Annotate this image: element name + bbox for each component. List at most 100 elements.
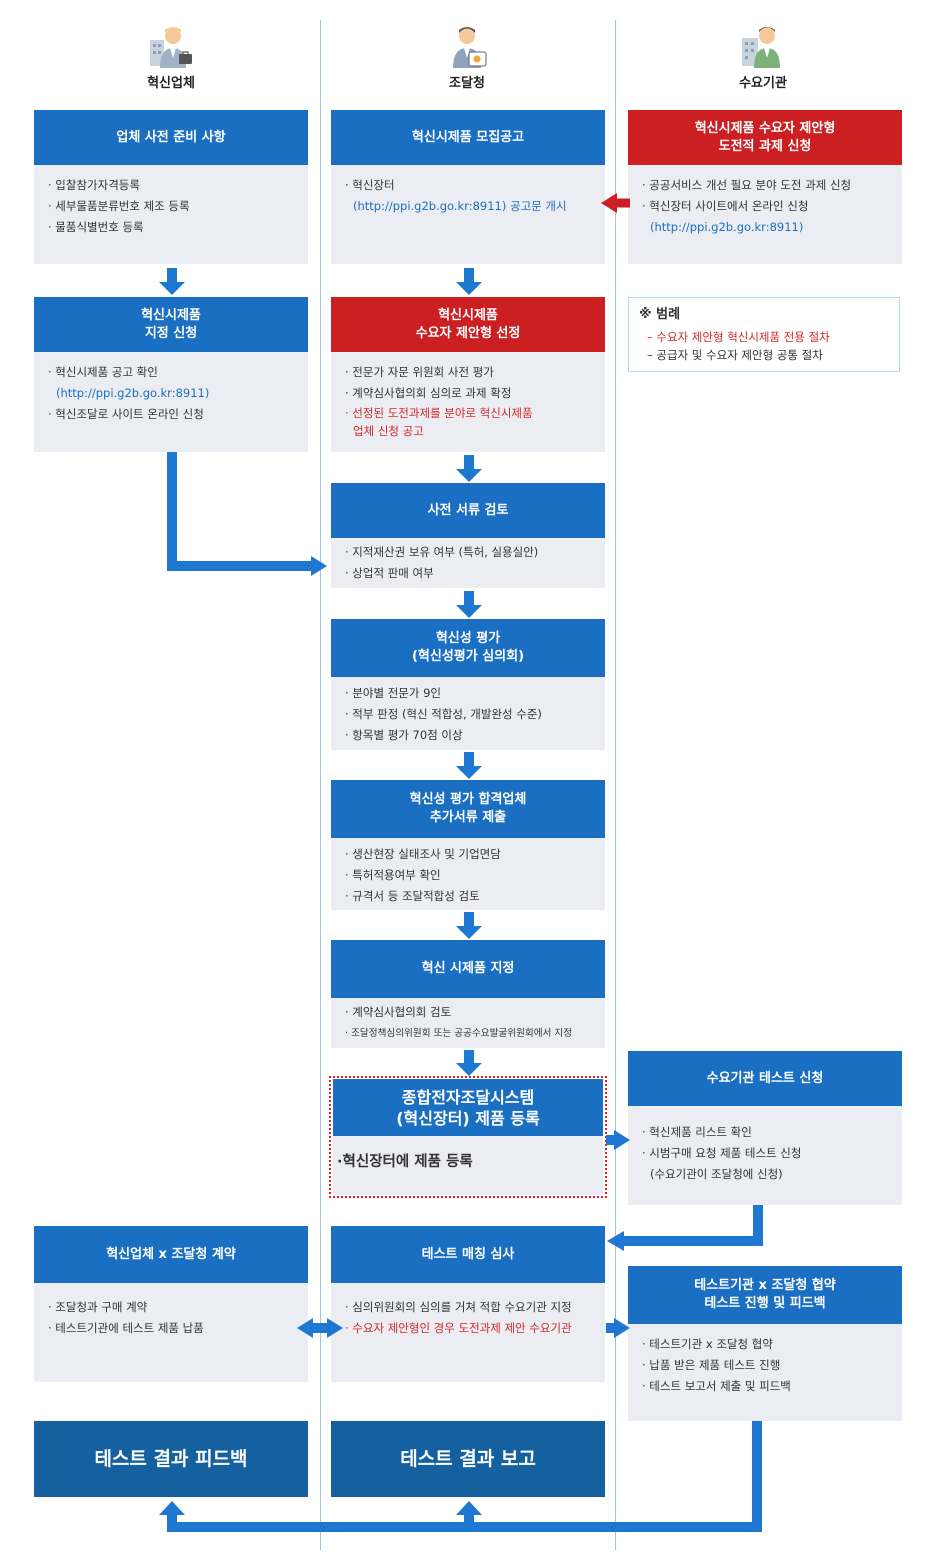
legend-title: ※ 범례 <box>639 307 681 322</box>
agreement-body: · 테스트기관 x 조달청 협약 · 납품 받은 제품 테스트 진행 · 테스트… <box>628 1324 902 1421</box>
matching-body: · 심의위원회의 심의를 거쳐 적합 수요기관 지정 · 수요자 제안형인 경우… <box>331 1283 605 1382</box>
legend-box: ※ 범례 – 수요자 제안형 혁신시제품 전용 절차 – 공급자 및 수요자 제… <box>628 297 900 372</box>
proposal-link: (http://ppi.g2b.go.kr:8911) <box>650 220 804 234</box>
legend-red-item: – 수요자 제안형 혁신시제품 전용 절차 <box>647 330 830 344</box>
arrow-apply-to-docs <box>167 452 313 571</box>
company-person-icon <box>150 27 192 68</box>
testapply-item: (수요기관이 조달청에 신청) <box>650 1167 783 1181</box>
passed-item: · 특허적용여부 확인 <box>345 868 441 882</box>
passed-body: · 생산현장 실태조사 및 기업면담 · 특허적용여부 확인 · 규격서 등 조… <box>331 838 605 910</box>
report-title: 테스트 결과 보고 <box>400 1448 536 1470</box>
testapply-header: 수요기관 테스트 신청 <box>628 1051 902 1106</box>
proposal-title-line1: 혁신시제품 수요자 제안형 <box>694 120 836 136</box>
pps-officer-icon <box>453 27 487 68</box>
arrow-to-report <box>456 1501 482 1530</box>
actor-agency: 수요기관 <box>703 24 823 91</box>
matching-item: · 수요자 제안형인 경우 도전과제 제안 수요기관 <box>345 1321 572 1335</box>
innov-header: 혁신성 평가 (혁신성평가 심의회) <box>331 619 605 677</box>
designate-item: · 계약심사협의회 검토 <box>345 1005 452 1019</box>
testapply-item: · 혁신제품 리스트 확인 <box>642 1125 752 1139</box>
docs-item: · 지적재산권 보유 여부 (특허, 실용실안) <box>345 545 539 559</box>
feedback-box: 테스트 결과 피드백 <box>34 1421 308 1497</box>
innov-body: · 분야별 전문가 9인 · 적부 판정 (혁신 적합성, 개발완성 수준) ·… <box>331 677 605 750</box>
proposal-body: · 공공서비스 개선 필요 분야 도전 과제 신청 · 혁신장터 사이트에서 온… <box>628 165 902 264</box>
arrow-passed-to-designate <box>456 912 482 939</box>
arrow-prep-to-apply <box>159 268 185 295</box>
testapply-title: 수요기관 테스트 신청 <box>706 1070 824 1086</box>
agreement-item: · 납품 받은 제품 테스트 진행 <box>642 1358 781 1372</box>
actor-pps-label: 조달청 <box>449 76 485 91</box>
select-item: · 전문가 자문 위원회 사전 평가 <box>345 365 494 379</box>
testapply-body: · 혁신제품 리스트 확인 · 시범구매 요청 제품 테스트 신청 (수요기관이… <box>628 1106 902 1205</box>
prep-title: 업체 사전 준비 사항 <box>116 129 226 145</box>
apply-header: 혁신시제품 지정 신청 <box>34 297 308 352</box>
prep-item: · 물품식별번호 등록 <box>48 220 144 234</box>
prep-body: · 입찰참가자격등록 · 세부물품분류번호 제조 등록 · 물품식별번호 등록 <box>34 165 308 264</box>
arrow-select-to-docs <box>456 455 482 482</box>
innov-item: · 적부 판정 (혁신 적합성, 개발완성 수준) <box>345 707 542 721</box>
prep-item: · 세부물품분류번호 제조 등록 <box>48 199 190 213</box>
innov-item: · 분야별 전문가 9인 <box>345 686 441 700</box>
matching-header: 테스트 매칭 심사 <box>331 1226 605 1283</box>
contract-body: · 조달청과 구매 계약 · 테스트기관에 테스트 제품 납품 <box>34 1283 308 1382</box>
docs-header: 사전 서류 검토 <box>331 483 605 538</box>
lane-divider-left <box>320 20 321 1550</box>
prep-item: · 입찰참가자격등록 <box>48 178 140 192</box>
arrow-testapply-to-matching <box>622 1205 763 1246</box>
report-box: 테스트 결과 보고 <box>331 1421 605 1497</box>
designate-title: 혁신 시제품 지정 <box>421 961 515 976</box>
recruit-item: (http://ppi.g2b.go.kr:8911) 공고문 개시 <box>331 196 605 217</box>
designate-header: 혁신 시제품 지정 <box>331 940 605 998</box>
legend-common-item: – 공급자 및 수요자 제안형 공통 절차 <box>647 348 823 362</box>
recruit-link: (http://ppi.g2b.go.kr:8911) 공고문 개시 <box>353 199 567 213</box>
docs-item: · 상업적 판매 여부 <box>345 566 434 580</box>
docs-title: 사전 서류 검토 <box>427 502 509 518</box>
agreement-item: · 테스트기관 x 조달청 협약 <box>642 1337 773 1351</box>
recruit-item: · 혁신장터 <box>345 178 395 192</box>
register-title-line2: (혁신장터) 제품 등록 <box>396 1108 540 1128</box>
apply-item: · 혁신조달로 사이트 온라인 신청 <box>48 407 204 421</box>
docs-body: · 지적재산권 보유 여부 (특허, 실용실안) · 상업적 판매 여부 <box>331 538 605 588</box>
arrow-innov-to-passed <box>456 752 482 779</box>
arrow-designate-to-register <box>456 1050 482 1076</box>
apply-link: (http://ppi.g2b.go.kr:8911) <box>56 386 210 400</box>
recruit-header: 혁신시제품 모집공고 <box>331 110 605 165</box>
contract-item: · 조달청과 구매 계약 <box>48 1300 148 1314</box>
arrow-recruit-to-select <box>456 268 482 295</box>
select-body: · 전문가 자문 위원회 사전 평가 · 계약심사협의회 심의로 과제 확정 ·… <box>331 352 605 452</box>
innov-title-line2: (혁신성평가 심의회) <box>411 649 525 664</box>
passed-item: · 생산현장 실태조사 및 기업면담 <box>345 847 501 861</box>
select-item: · 계약심사협의회 심의로 과제 확정 <box>345 386 512 400</box>
apply-title-line2: 지정 신청 <box>144 325 198 341</box>
register-item: ·혁신장터에 제품 등록 <box>337 1154 473 1170</box>
passed-item: · 규격서 등 조달적합성 검토 <box>345 889 480 903</box>
select-header: 혁신시제품 수요자 제안형 선정 <box>331 297 605 352</box>
agreement-item: · 테스트 보고서 제출 및 피드백 <box>642 1379 791 1393</box>
select-title-line2: 수요자 제안형 선정 <box>415 325 521 341</box>
proposal-item: · 혁신장터 사이트에서 온라인 신청 <box>642 199 809 213</box>
select-title-line1: 혁신시제품 <box>438 307 498 323</box>
actor-company-label: 혁신업체 <box>147 76 195 91</box>
apply-item: · 혁신시제품 공고 확인 <box>48 365 158 379</box>
designate-item: · 조달정책심의위원회 또는 공공수요발굴위원회에서 지정 <box>345 1028 573 1039</box>
actor-company: 혁신업체 <box>111 24 231 91</box>
register-header: 종합전자조달시스템 (혁신장터) 제품 등록 <box>333 1079 603 1136</box>
passed-header: 혁신성 평가 합격업체 추가서류 제출 <box>331 780 605 838</box>
agency-person-icon <box>742 27 780 68</box>
apply-title-line1: 혁신시제품 <box>141 307 201 323</box>
innov-item: · 항목별 평가 70점 이상 <box>345 728 463 742</box>
proposal-header: 혁신시제품 수요자 제안형 도전적 과제 신청 <box>628 110 902 165</box>
recruit-body: · 혁신장터 (http://ppi.g2b.go.kr:8911) 공고문 개… <box>331 165 605 264</box>
arrow-to-feedback <box>159 1501 185 1530</box>
agreement-title-line1: 테스트기관 x 조달청 협약 <box>694 1278 836 1293</box>
designate-body: · 계약심사협의회 검토 · 조달정책심의위원회 또는 공공수요발굴위원회에서 … <box>331 998 605 1048</box>
apply-body: · 혁신시제품 공고 확인 (http://ppi.g2b.go.kr:8911… <box>34 352 308 452</box>
lane-divider-right <box>615 20 616 1550</box>
agreement-header: 테스트기관 x 조달청 협약 테스트 진행 및 피드백 <box>628 1266 902 1324</box>
passed-title-line2: 추가서류 제출 <box>429 810 507 825</box>
select-item: · 선정된 도전과제를 분야로 혁신시제품 <box>345 406 533 420</box>
feedback-title: 테스트 결과 피드백 <box>94 1448 248 1470</box>
actor-agency-label: 수요기관 <box>739 76 787 91</box>
contract-title: 혁신업체 x 조달청 계약 <box>106 1246 236 1262</box>
